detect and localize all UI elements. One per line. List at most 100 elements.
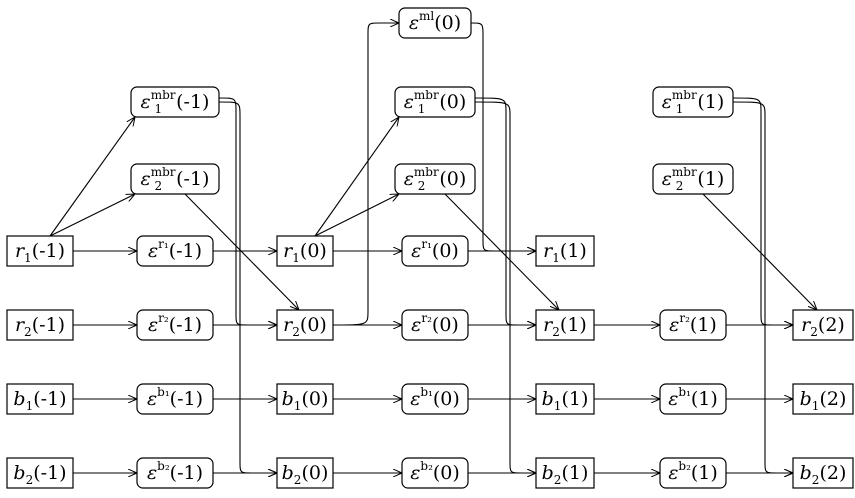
label-arg: (1) — [691, 462, 718, 484]
label-arg: (-1) — [33, 462, 66, 484]
label-sub: 1 — [294, 399, 302, 413]
label-base: ε — [669, 314, 679, 336]
node-label: r1(1) — [543, 240, 587, 265]
node-box — [659, 309, 727, 341]
edge-emb21-to-r22 — [702, 193, 817, 310]
node-box — [659, 383, 727, 415]
edge-emb10-to-r21 — [474, 97, 536, 325]
node-label: εr₁(0) — [411, 237, 459, 262]
label-base: b — [282, 388, 294, 410]
node-eb11: εb₁(1) — [659, 383, 727, 415]
label-arg: (0) — [300, 314, 327, 336]
label-base: b — [542, 462, 554, 484]
node-r22: r2(2) — [792, 309, 854, 341]
label-sub: 1 — [155, 102, 163, 116]
label-base: ε — [141, 168, 151, 190]
label-base: b — [13, 388, 25, 410]
node-b1m1: b1(-1) — [6, 383, 74, 415]
edge-r1m1-to-emb1m1 — [49, 117, 135, 237]
node-er10: εr₁(0) — [401, 235, 469, 267]
label-arg: (1) — [560, 240, 587, 262]
node-box — [401, 457, 469, 489]
label-sub: 2 — [812, 473, 820, 487]
label-sup: b₁ — [678, 385, 691, 399]
label-sup: b₂ — [678, 459, 691, 473]
edge-emb10-to-b21 — [474, 101, 536, 473]
label-arg: (1) — [697, 168, 724, 190]
label-base: b — [800, 462, 812, 484]
node-box — [136, 235, 214, 267]
label-base: r — [801, 314, 812, 336]
label-sub: 2 — [552, 325, 560, 339]
label-sub: 1 — [24, 251, 32, 265]
node-label: b1(0) — [282, 388, 329, 413]
node-label: εb₁(0) — [410, 385, 460, 410]
node-box — [6, 383, 74, 415]
label-base: r — [283, 240, 294, 262]
node-b2m1: b2(-1) — [6, 457, 74, 489]
node-box — [792, 457, 854, 489]
node-label: εr₁(-1) — [148, 237, 202, 262]
label-base: ε — [148, 240, 158, 262]
label-arg: (-1) — [33, 388, 66, 410]
label-arg: (0) — [301, 388, 328, 410]
node-er20: εr₂(0) — [401, 309, 469, 341]
label-sub: 1 — [26, 399, 34, 413]
edge-emb1m1-to-r20 — [218, 97, 277, 325]
node-box — [659, 457, 727, 489]
node-r1m1: r1(-1) — [6, 235, 74, 267]
node-eb21: εb₂(1) — [659, 457, 727, 489]
node-label: εr₂(-1) — [148, 311, 202, 336]
label-base: r — [543, 240, 554, 262]
node-label: εr₂(1) — [669, 311, 717, 336]
label-base: b — [800, 388, 812, 410]
node-label: εb₁(1) — [668, 385, 718, 410]
label-base: ε — [148, 314, 158, 336]
node-box — [136, 309, 214, 341]
node-b20: b2(0) — [276, 457, 334, 489]
edge-emb20-to-r21 — [444, 193, 559, 310]
node-r2m1: r2(-1) — [6, 309, 74, 341]
node-label: r1(-1) — [15, 240, 65, 265]
label-base: ε — [404, 168, 414, 190]
node-eb20: εb₂(0) — [401, 457, 469, 489]
label-base: b — [282, 462, 294, 484]
node-box — [276, 235, 334, 267]
label-arg: (-1) — [32, 314, 65, 336]
node-box — [535, 457, 595, 489]
node-eml0: εml(0) — [398, 7, 472, 39]
label-base: r — [283, 314, 294, 336]
label-sup: mbr — [151, 88, 176, 102]
label-arg: (2) — [819, 388, 846, 410]
label-sup: r₁ — [158, 237, 169, 251]
label-sup: r₂ — [158, 311, 169, 325]
label-sup: mbr — [672, 165, 697, 179]
label-arg: (1) — [561, 462, 588, 484]
label-arg: (-1) — [176, 168, 209, 190]
node-box — [535, 235, 595, 267]
node-label: r2(-1) — [15, 314, 65, 339]
node-label: b1(1) — [542, 388, 589, 413]
label-arg: (2) — [818, 314, 845, 336]
node-box — [401, 309, 469, 341]
label-arg: (0) — [432, 240, 459, 262]
label-base: ε — [147, 462, 157, 484]
node-er21: εr₂(1) — [659, 309, 727, 341]
label-sub: 2 — [554, 473, 562, 487]
label-sup: b₂ — [420, 459, 433, 473]
label-base: ε — [147, 388, 157, 410]
label-base: ε — [410, 388, 420, 410]
node-label: r2(0) — [283, 314, 327, 339]
label-arg: (-1) — [176, 91, 209, 113]
label-sub: 2 — [810, 325, 818, 339]
node-box — [6, 309, 74, 341]
node-label: b1(2) — [800, 388, 847, 413]
label-arg: (0) — [432, 314, 459, 336]
label-arg: (-1) — [170, 462, 203, 484]
node-label: b2(1) — [542, 462, 589, 487]
